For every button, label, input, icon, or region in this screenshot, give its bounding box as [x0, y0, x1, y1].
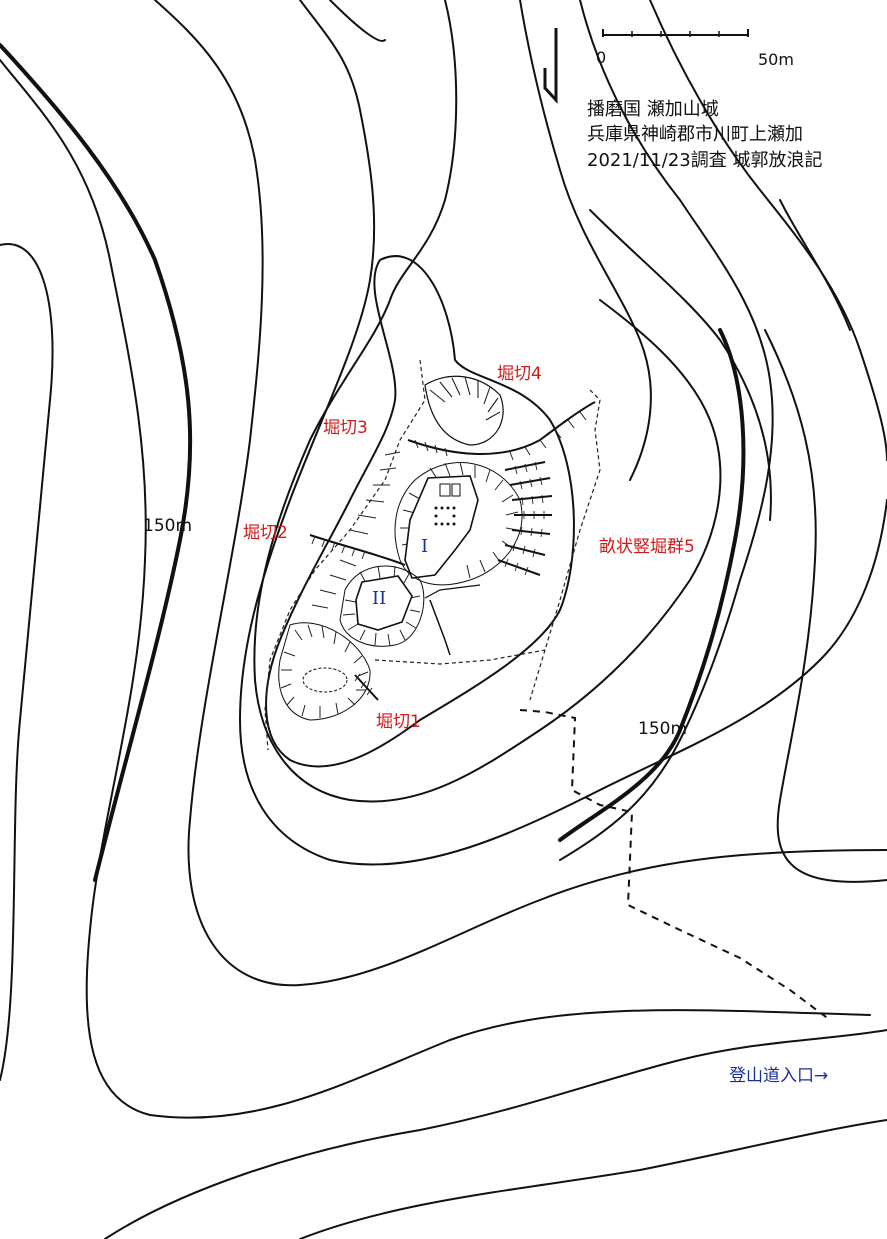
east-path	[529, 389, 601, 701]
title-castle-name: 播磨国 瀬加山城	[587, 99, 719, 120]
scale-bar	[602, 29, 749, 37]
lower-path	[374, 649, 546, 665]
castle-earthworks	[278, 375, 596, 721]
label-kuruwa-1: I	[421, 536, 429, 557]
label-horikiri-2: 堀切2	[243, 523, 288, 543]
title-location: 兵庫県神崎郡市川町上瀬加	[587, 124, 803, 145]
scale-fifty-label: 50m	[758, 50, 794, 69]
contour-label-150-right: 150m	[638, 719, 688, 739]
title-survey-date: 2021/11/23調査 城郭放浪記	[587, 150, 823, 171]
label-horikiri-4: 堀切4	[497, 364, 542, 384]
label-tatebori-5: 畝状竪堀群5	[599, 537, 695, 557]
mountain-trail	[519, 709, 831, 1021]
contour-label-150-left: 150m	[143, 516, 193, 536]
scale-zero-label: 0	[596, 48, 607, 67]
label-horikiri-3: 堀切3	[323, 418, 368, 438]
trail-entrance-label: 登山道入口→	[729, 1066, 829, 1086]
label-horikiri-1: 堀切1	[376, 712, 421, 732]
north-arrow-icon	[543, 28, 558, 104]
label-kuruwa-2: II	[372, 588, 387, 609]
